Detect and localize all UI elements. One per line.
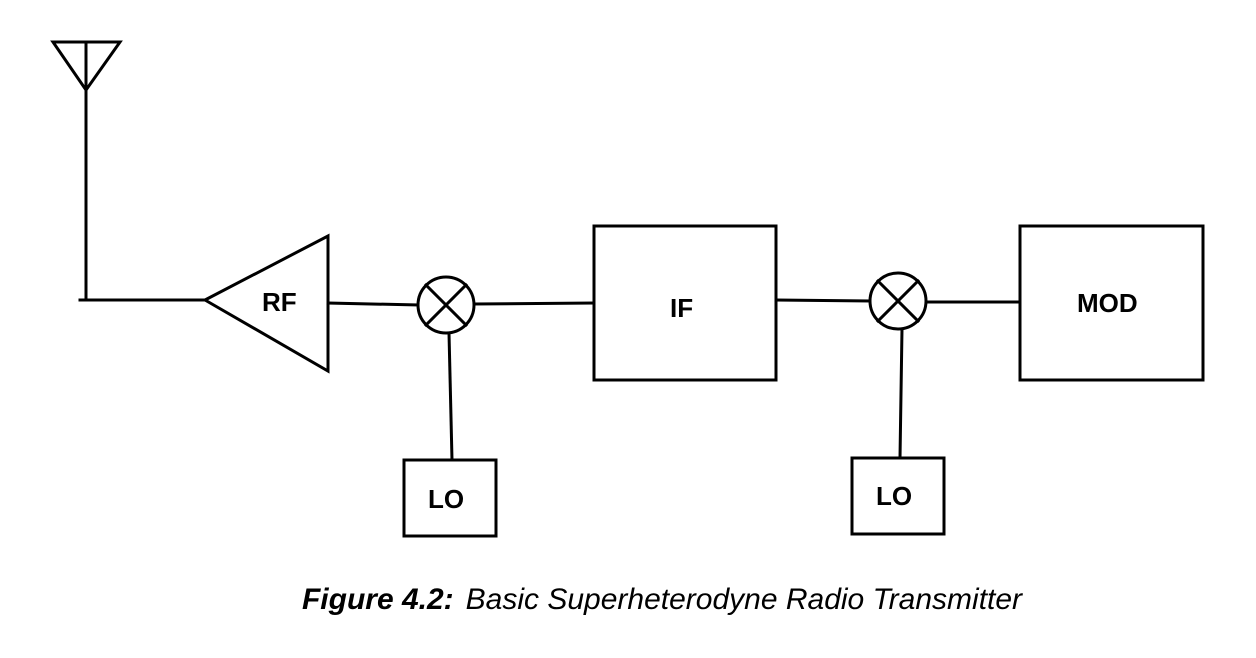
if-stage: IF bbox=[592, 224, 778, 382]
mod-label: MOD bbox=[1077, 288, 1138, 318]
wire-rf-to-mixer-1 bbox=[326, 301, 420, 307]
mixer-1-icon bbox=[416, 275, 476, 335]
wire-mixer-1-to-lo-1 bbox=[447, 331, 454, 462]
modulator: MOD bbox=[1018, 224, 1205, 382]
wire-antenna-to-rf bbox=[84, 88, 207, 302]
rf-label: RF bbox=[262, 287, 297, 317]
antenna-icon bbox=[50, 40, 123, 93]
mixer-2-icon bbox=[868, 271, 928, 331]
wire-if-to-mixer-2 bbox=[774, 298, 872, 303]
lo-2-label: LO bbox=[876, 481, 912, 511]
local-oscillator-1: LO bbox=[402, 458, 498, 538]
rf-amplifier: RF bbox=[201, 233, 330, 374]
figure-caption: Figure 4.2: Basic Superheterodyne Radio T… bbox=[0, 583, 1256, 617]
wire-mixer-2-to-lo-2 bbox=[898, 327, 904, 460]
wire-mixer-1-to-if bbox=[472, 301, 596, 306]
figure-title: Basic Superheterodyne Radio Transmitter bbox=[465, 583, 1023, 616]
lo-1-label: LO bbox=[428, 484, 464, 514]
local-oscillator-2: LO bbox=[850, 456, 946, 536]
figure-number: Figure 4.2: bbox=[301, 583, 454, 616]
if-label: IF bbox=[670, 293, 693, 323]
